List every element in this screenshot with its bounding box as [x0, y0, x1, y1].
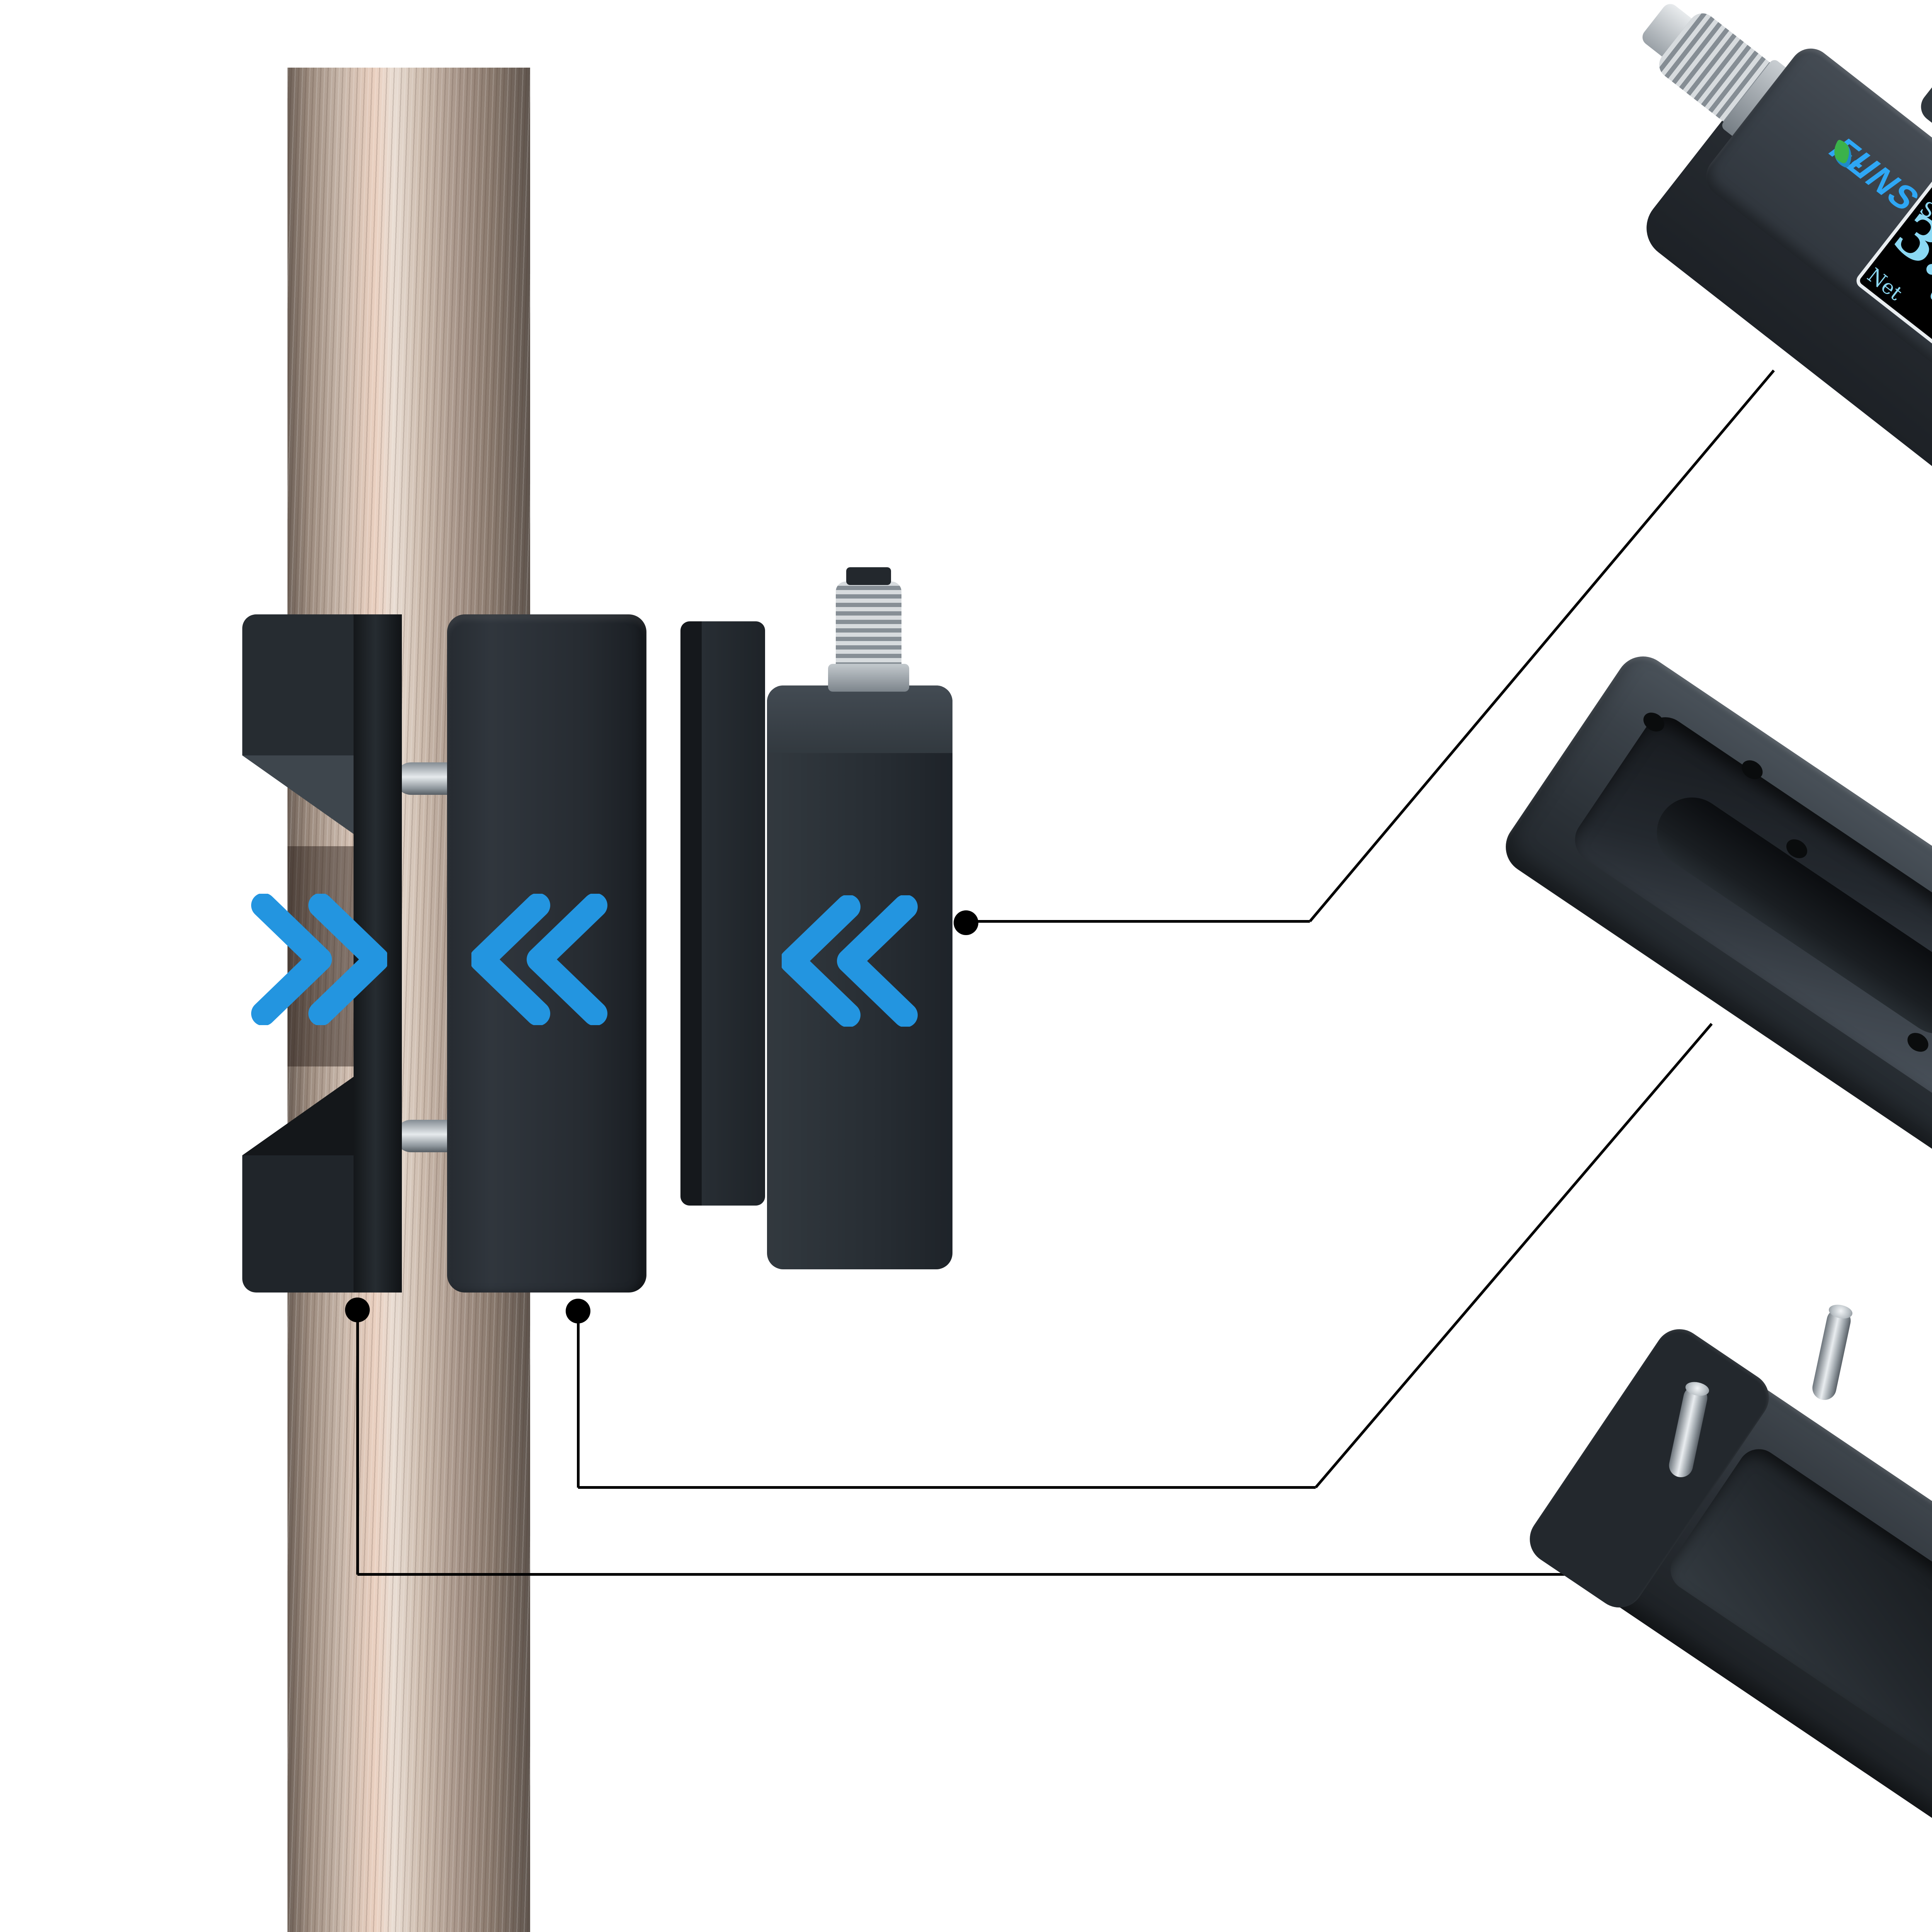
- top-pipe-clamp-render: [1495, 646, 1932, 1174]
- leader-line-topclamp-horizontal: [578, 1486, 1316, 1489]
- chevrons-right-icon: [251, 894, 387, 1025]
- callout-dot-bottom-clamp: [345, 1298, 370, 1322]
- bottom-clamp-wing-bottom: [242, 1155, 371, 1293]
- transmitter-top-bevel: [767, 685, 952, 753]
- chevrons-left-icon: [782, 895, 918, 1027]
- leader-line-topclamp-vertical: [577, 1311, 580, 1488]
- transmitter-render: FL-INSTRU 10:30:59 SQ 99 3.152 m3/h 6.59…: [1634, 0, 1932, 619]
- bottom-clamp-wing-top: [242, 614, 371, 755]
- bottom-pipe-clamp-render: [1520, 1320, 1932, 1903]
- pin-end-cap: [1827, 1303, 1854, 1321]
- clamp-stud-pin: [1810, 1303, 1854, 1402]
- callout-dot-top-clamp: [566, 1299, 590, 1323]
- cable-connector-collar: [828, 664, 909, 692]
- leader-line-bottomclamp-vertical: [356, 1310, 359, 1575]
- transmitter-bracket-assembled: [680, 621, 765, 1206]
- leader-line-transmitter-horizontal: [966, 920, 1310, 923]
- leader-line-bottomclamp-horizontal: [357, 1573, 1723, 1576]
- chevrons-left-icon: [471, 894, 607, 1025]
- cable-connector-threads: [836, 582, 901, 672]
- cable-connector-tip: [846, 567, 891, 585]
- callout-dot-transmitter: [954, 910, 978, 935]
